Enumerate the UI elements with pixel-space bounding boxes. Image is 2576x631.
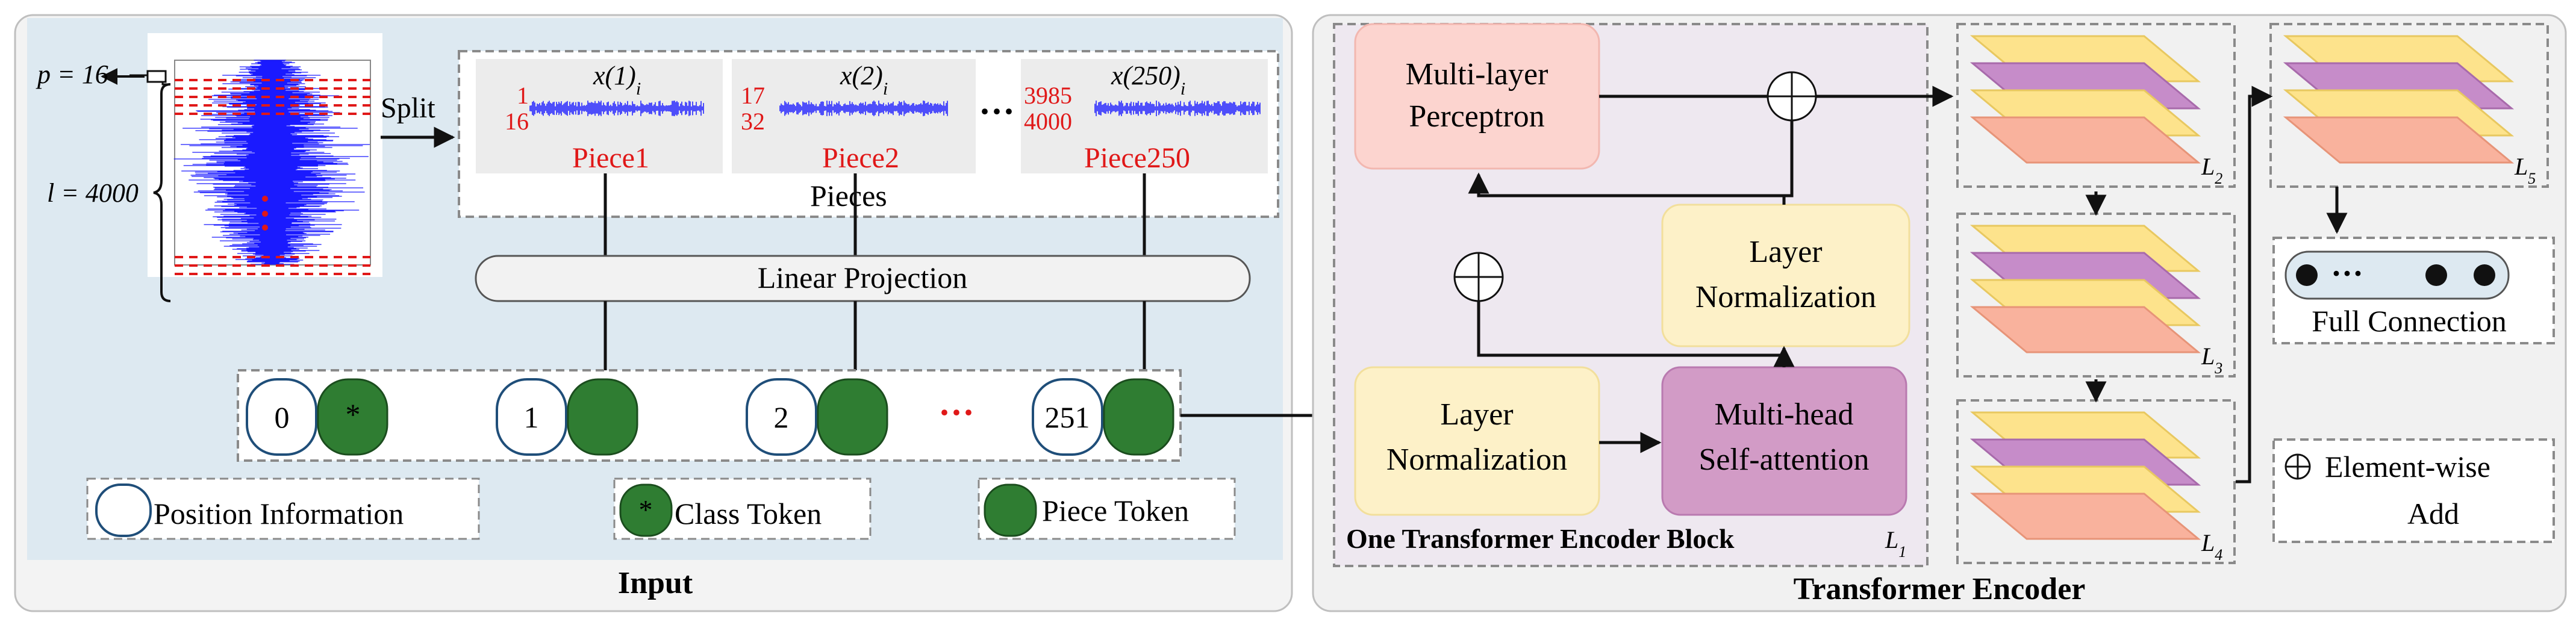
layer-plane (2283, 116, 2515, 164)
legend-class: * Class Token (613, 477, 872, 540)
layer-stack-label-2: L2 (2201, 153, 2222, 187)
mhsa-line-1: Multi-head (1714, 397, 1853, 432)
element-wise-legend (2272, 438, 2555, 543)
token-pair-0: 0 * (246, 378, 388, 456)
piece-250-name: Piece250 (1084, 142, 1190, 174)
element-wise-add-icon (2284, 453, 2311, 480)
l-label: l = 4000 (47, 178, 139, 208)
legend-class-star: * (639, 494, 653, 525)
signal-image (148, 33, 382, 277)
token-pair-1: 1 (496, 378, 638, 456)
block-layer-label: L1 (1885, 526, 1906, 561)
layer-stack-label-4: L4 (2201, 529, 2222, 564)
piece-1-top: 1 (517, 82, 529, 109)
piece-1-bottom: 16 (505, 108, 529, 135)
pieces-label: Pieces (810, 179, 887, 213)
piece-250-top: 3985 (1024, 82, 1072, 109)
piece-250: x(250)i 3985 4000 Piece250 (1021, 59, 1268, 174)
token-pair-2: 2 (746, 378, 888, 456)
tokens-ellipsis: ··· (938, 393, 975, 432)
piece-2-name: Piece2 (822, 142, 899, 174)
legend-piece-label: Piece Token (1042, 494, 1189, 527)
encoder-caption: Transformer Encoder (1794, 572, 2086, 606)
layer-stack-label-3: L3 (2201, 343, 2222, 377)
layer-norm-bottom-line-1: Layer (1440, 397, 1513, 432)
layer-plane (1969, 306, 2201, 353)
token-251-label: 251 (1045, 400, 1090, 434)
legend-position-label: Position Information (154, 497, 404, 530)
add-circle-1 (1453, 252, 1504, 302)
piece-250-x-label: x(250)i (1111, 61, 1185, 99)
piece-250-bottom: 4000 (1024, 108, 1072, 135)
token-0-label: 0 (275, 400, 290, 434)
layer-norm-top-box (1661, 204, 1910, 347)
legend-position: Position Information (86, 477, 480, 540)
add-circle-2 (1767, 71, 1817, 122)
mlp-box (1354, 23, 1600, 170)
layer-stack-2 (1956, 23, 2236, 188)
full-connection-label: Full Connection (2312, 304, 2507, 338)
pieces-ellipsis: ··· (979, 92, 1015, 131)
piece-2: x(2)i 17 32 Piece2 (732, 59, 976, 174)
layer-norm-top-line-1: Layer (1749, 235, 1822, 269)
token-row-box (237, 369, 1182, 462)
piece-2-top: 17 (741, 82, 765, 109)
piece-1: x(1)i 1 16 Piece1 (476, 59, 723, 174)
mlp-line-2: Perceptron (1409, 99, 1544, 134)
mhsa-line-2: Self-attention (1698, 443, 1869, 477)
layer-norm-top-line-2: Normalization (1695, 280, 1876, 314)
linear-projection-label: Linear Projection (758, 261, 968, 294)
piece-1-x-label: x(1)i (593, 61, 641, 99)
layer-norm-bottom-line-2: Normalization (1386, 443, 1567, 477)
legend-piece: Piece Token (978, 477, 1236, 540)
piece-2-bottom: 32 (741, 108, 765, 135)
token-pair-251: 251 (1032, 378, 1174, 456)
mhsa-box (1661, 366, 1907, 516)
layer-plane (1969, 116, 2201, 164)
block-caption: One Transformer Encoder Block (1346, 523, 1735, 554)
element-wise-line-2: Add (2407, 497, 2459, 530)
layer-plane (1969, 493, 2201, 540)
element-wise-line-1: Element-wise (2325, 450, 2490, 483)
p-label: p = 16 (36, 60, 108, 89)
class-token-star: * (346, 397, 361, 431)
mlp-line-1: Multi-layer (1406, 57, 1548, 92)
piece-2-x-label: x(2)i (840, 61, 888, 99)
piece-1-name: Piece1 (572, 142, 649, 174)
layer-stack-label-5: L5 (2514, 153, 2536, 187)
fc-ellipsis: ··· (2331, 255, 2363, 291)
fc-neurons (2284, 250, 2510, 300)
input-caption: Input (618, 566, 693, 600)
linear-projection-box (475, 255, 1251, 302)
legend-class-label: Class Token (675, 497, 822, 530)
split-label: Split (381, 92, 435, 124)
layer-norm-bottom-box (1354, 366, 1600, 516)
token-2-label: 2 (774, 400, 789, 434)
token-1-label: 1 (524, 400, 539, 434)
